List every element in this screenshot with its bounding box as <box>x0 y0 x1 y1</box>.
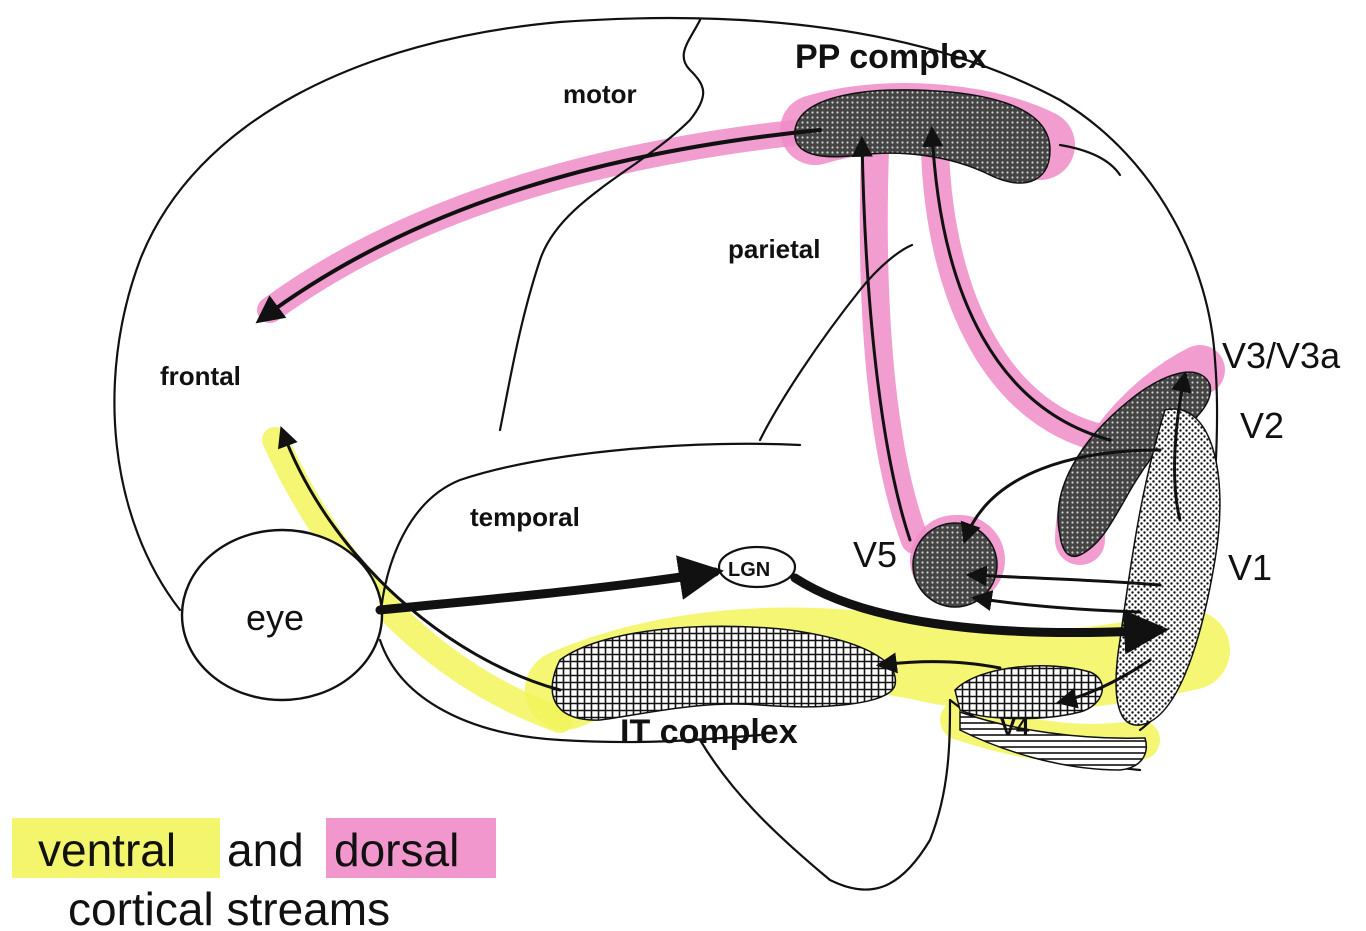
label-it-complex: IT complex <box>620 713 798 751</box>
v1-to-v5-arrow-b <box>975 598 1140 612</box>
caption-and: and <box>227 824 304 876</box>
caption-ventral: ventral <box>38 824 176 876</box>
pp-to-frontal-arrow <box>260 130 820 320</box>
label-frontal: frontal <box>160 361 241 391</box>
label-v4: V4 <box>1000 714 1030 741</box>
caption: ventral and dorsal cortical streams <box>12 818 496 931</box>
label-parietal: parietal <box>728 234 821 264</box>
label-motor: motor <box>563 79 637 109</box>
label-v2: V2 <box>1240 405 1284 446</box>
label-v1: V1 <box>1228 547 1272 588</box>
caption-dorsal: dorsal <box>334 824 459 876</box>
caption-line2: cortical streams <box>68 883 390 931</box>
eye-to-lgn-arrow <box>380 572 715 610</box>
label-v3: V3/V3a <box>1222 335 1341 376</box>
label-temporal: temporal <box>470 502 580 532</box>
label-lgn: LGN <box>728 559 770 581</box>
label-eye: eye <box>246 597 304 638</box>
v5-region <box>913 523 997 607</box>
label-v5: V5 <box>853 534 897 575</box>
label-pp-complex: PP complex <box>795 38 987 76</box>
